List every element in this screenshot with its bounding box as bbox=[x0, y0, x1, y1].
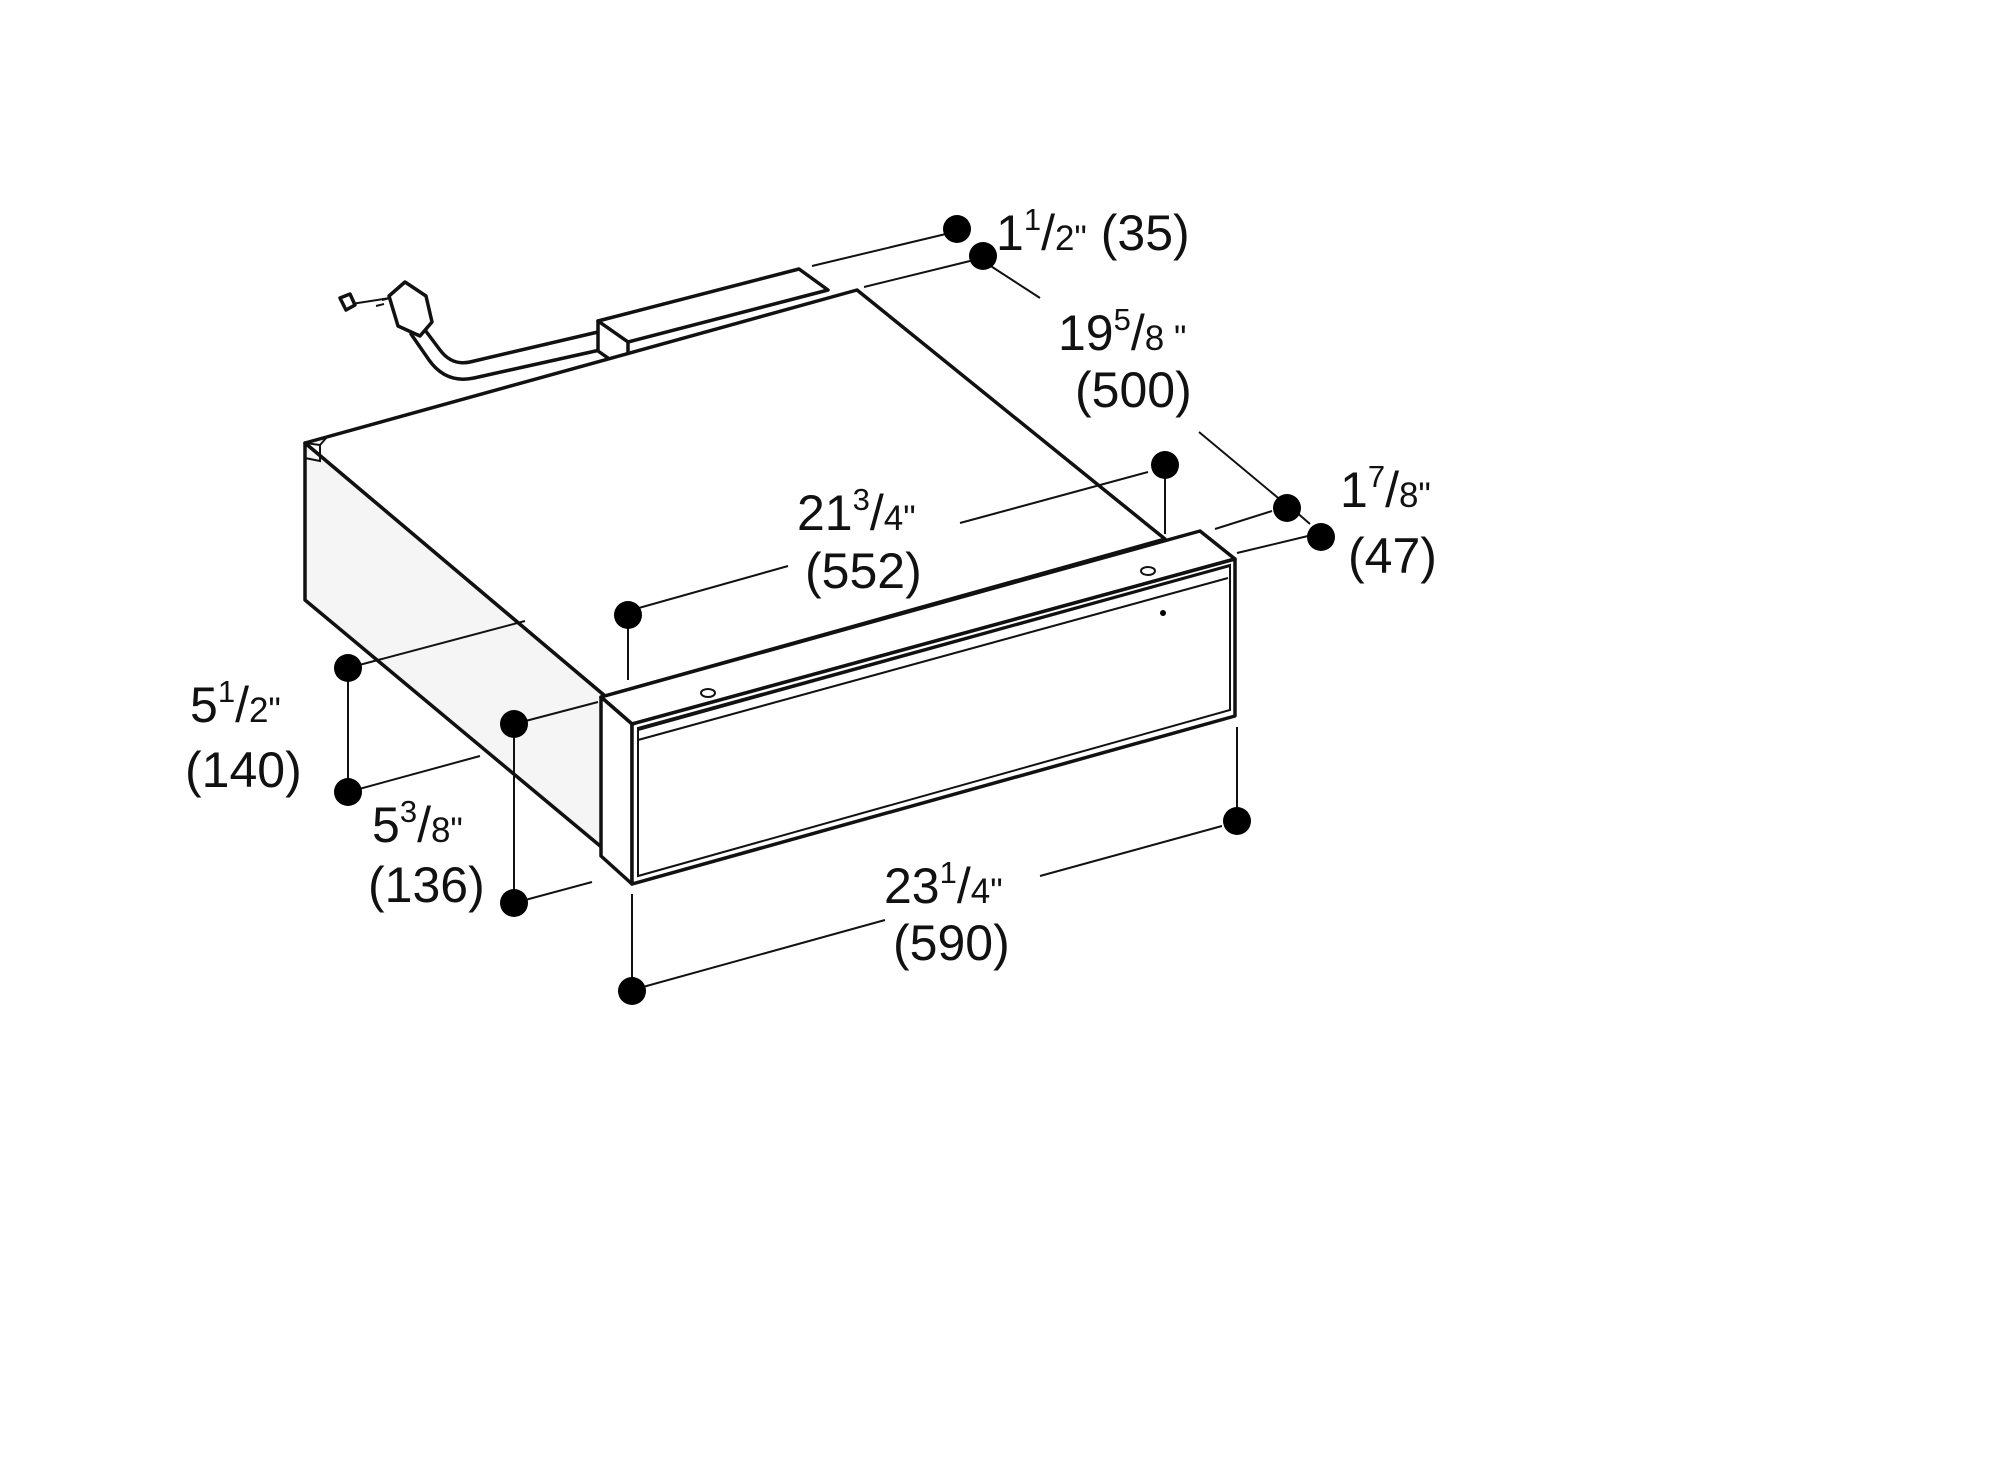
dim-denominator: 4" bbox=[971, 872, 1003, 911]
svg-text:195/8 ": 195/8 " bbox=[1058, 302, 1186, 361]
dimension-label-depth: 195/8 " (500) bbox=[1058, 302, 1192, 418]
dim-whole: 23 bbox=[884, 858, 940, 914]
dimension-label-front-thickness: 17/8" (47) bbox=[1340, 459, 1437, 584]
svg-text:231/4": 231/4" bbox=[884, 855, 1003, 914]
svg-text:11/2" (35): 11/2" (35) bbox=[996, 202, 1190, 261]
dim-whole: 5 bbox=[190, 677, 218, 733]
power-cord bbox=[338, 280, 602, 381]
dim-whole: 5 bbox=[372, 797, 400, 853]
dim-metric: (35) bbox=[1101, 205, 1190, 261]
dim-denominator: 8" bbox=[431, 811, 463, 850]
svg-text:51/2": 51/2" bbox=[190, 674, 281, 733]
dim-metric: (47) bbox=[1348, 528, 1437, 584]
dimension-label-cord-offset: 11/2" (35) bbox=[996, 202, 1190, 261]
dim-metric: (590) bbox=[893, 915, 1010, 971]
dim-numerator: 1 bbox=[940, 855, 957, 890]
dim-denominator: 8 " bbox=[1145, 319, 1187, 358]
dim-numerator: 7 bbox=[1368, 459, 1385, 494]
dim-denominator: 8" bbox=[1399, 476, 1431, 515]
dim-metric: (140) bbox=[185, 742, 302, 798]
dim-whole: 21 bbox=[797, 485, 853, 541]
dimension-label-front-height: 53/8" (136) bbox=[368, 794, 485, 913]
dim-metric: (136) bbox=[368, 857, 485, 913]
dim-metric: (500) bbox=[1075, 362, 1192, 418]
dim-whole: 1 bbox=[996, 205, 1024, 261]
dim-whole: 19 bbox=[1058, 305, 1114, 361]
dimension-label-overall-width: 231/4" (590) bbox=[884, 855, 1010, 971]
rear-box bbox=[596, 267, 830, 374]
dimension-dots bbox=[334, 215, 1335, 1005]
dim-denominator: 2" bbox=[249, 691, 281, 730]
svg-text:17/8": 17/8" bbox=[1340, 459, 1431, 518]
dim-numerator: 3 bbox=[400, 794, 417, 829]
dimension-label-inner-width: 213/4" (552) bbox=[797, 482, 922, 599]
dim-numerator: 1 bbox=[218, 674, 235, 709]
dim-numerator: 5 bbox=[1114, 302, 1131, 337]
svg-text:53/8": 53/8" bbox=[372, 794, 463, 853]
drawer-front bbox=[599, 529, 1237, 886]
plug-icon bbox=[387, 280, 434, 338]
dim-numerator: 1 bbox=[1024, 202, 1041, 237]
svg-text:213/4": 213/4" bbox=[797, 482, 916, 541]
dim-metric: (552) bbox=[805, 543, 922, 599]
dim-denominator: 4" bbox=[884, 499, 916, 538]
dim-numerator: 3 bbox=[853, 482, 870, 517]
dim-denominator: 2" bbox=[1055, 219, 1087, 258]
dim-whole: 1 bbox=[1340, 462, 1368, 518]
dimension-label-body-height: 51/2" (140) bbox=[185, 674, 302, 798]
